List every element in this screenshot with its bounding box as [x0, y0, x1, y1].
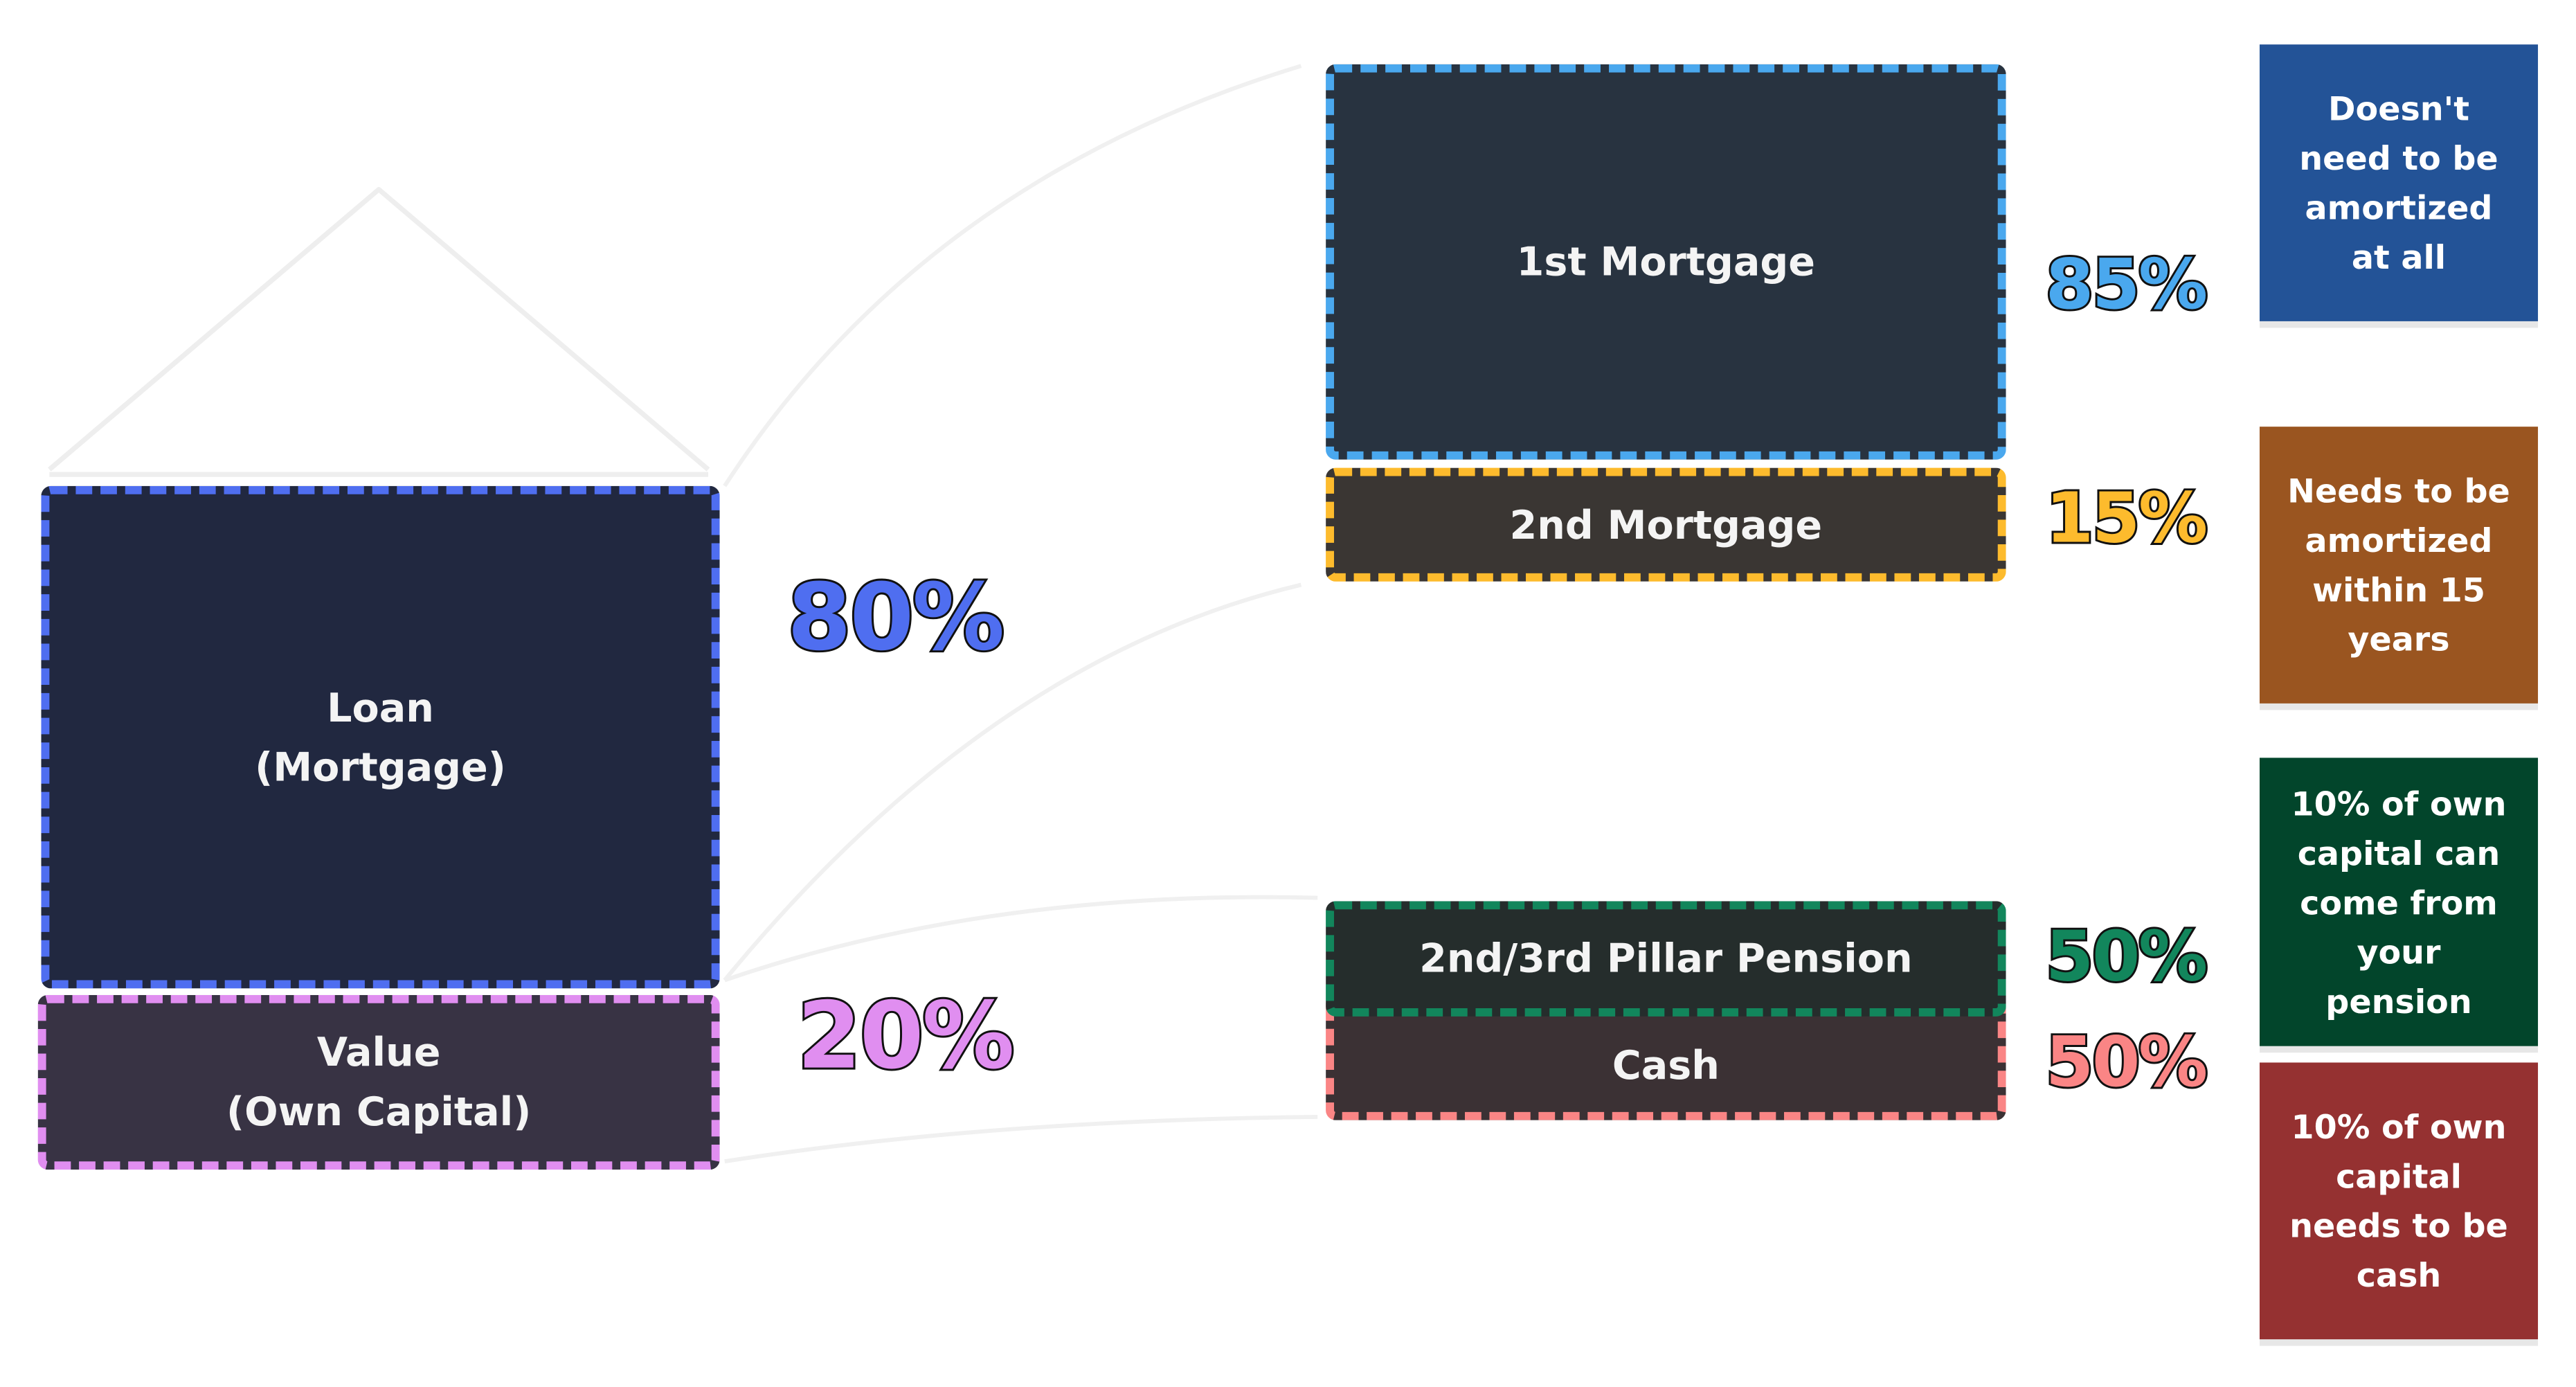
note-first-mortgage: Doesn't need to be amortized at all	[2259, 44, 2539, 321]
first-mortgage-box: 1st Mortgage	[1326, 64, 2006, 460]
pension-label: 2nd/3rd Pillar Pension	[1419, 936, 1913, 982]
note-second-mortgage-text: Needs to be amortized within 15 years	[2287, 471, 2510, 659]
note-cash: 10% of own capital needs to be cash	[2259, 1062, 2539, 1340]
roof-outline	[48, 187, 710, 472]
value-box: Value (Own Capital)	[37, 994, 720, 1170]
note-pension: 10% of own capital can come from your pe…	[2259, 758, 2539, 1046]
connector-loan-top	[723, 64, 1302, 487]
pension-percent: 50%	[2044, 914, 2210, 999]
connector-loan-bottom	[723, 582, 1302, 982]
cash-percent: 50%	[2044, 1019, 2210, 1104]
cash-label: Cash	[1612, 1042, 1720, 1089]
connector-value-bottom	[724, 1114, 1318, 1164]
value-label: Value (Own Capital)	[226, 1029, 532, 1136]
note-second-mortgage: Needs to be amortized within 15 years	[2259, 427, 2539, 704]
second-mortgage-label: 2nd Mortgage	[1509, 501, 1823, 548]
note-cash-text: 10% of own capital needs to be cash	[2289, 1107, 2508, 1295]
pension-box: 2nd/3rd Pillar Pension	[1326, 901, 2006, 1017]
first-mortgage-percent: 85%	[2044, 242, 2210, 327]
loan-label: Loan (Mortgage)	[255, 684, 506, 790]
loan-percent: 80%	[785, 563, 1007, 674]
note-pension-text: 10% of own capital can come from your pe…	[2291, 783, 2507, 1021]
value-percent: 20%	[795, 981, 1016, 1093]
second-mortgage-percent: 15%	[2044, 476, 2210, 561]
loan-box: Loan (Mortgage)	[41, 485, 720, 989]
note-first-mortgage-text: Doesn't need to be amortized at all	[2299, 89, 2498, 277]
second-mortgage-box: 2nd Mortgage	[1326, 467, 2006, 582]
connector-value-top	[723, 895, 1318, 983]
first-mortgage-label: 1st Mortgage	[1516, 238, 1816, 285]
